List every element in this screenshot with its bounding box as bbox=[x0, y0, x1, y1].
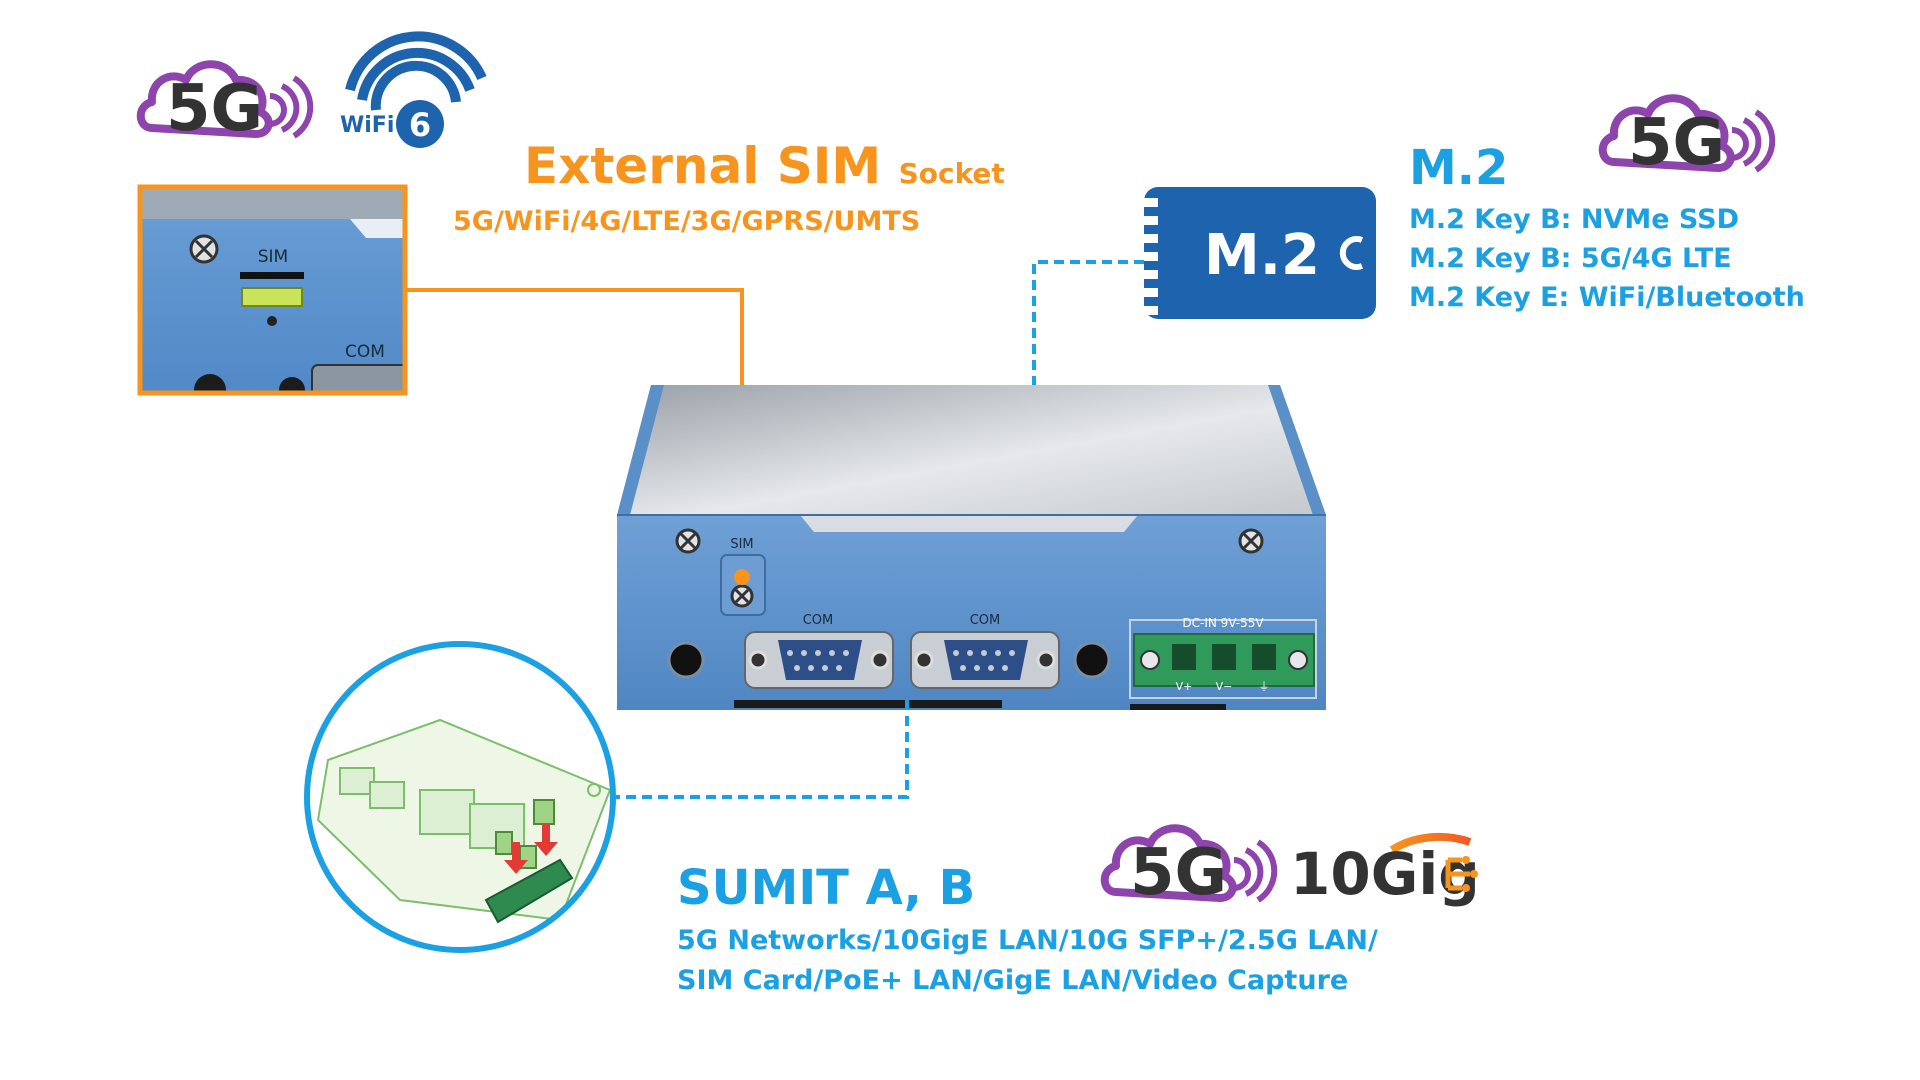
screw-icon bbox=[730, 584, 754, 608]
dc-in-terminal[interactable] bbox=[1129, 619, 1317, 699]
screw-icon bbox=[675, 528, 701, 554]
screw-icon bbox=[189, 234, 219, 264]
com1-label: COM bbox=[803, 613, 834, 628]
m2-chip-icon: M.2 bbox=[1144, 187, 1376, 319]
sumit-line-2: SIM Card/PoE+ LAN/GigE LAN/Video Capture bbox=[677, 965, 1349, 996]
sumit-line-1: 5G Networks/10GigE LAN/10G SFP+/2.5G LAN… bbox=[677, 925, 1378, 956]
com2-port[interactable] bbox=[910, 631, 1060, 689]
sim-section-title: External SIM Socket bbox=[524, 138, 1005, 202]
screw-icon bbox=[1238, 528, 1264, 554]
sim-title-suffix: Socket bbox=[898, 157, 1005, 190]
sumit-board-inset bbox=[304, 641, 616, 953]
terminal-label-vplus: V+ bbox=[1176, 680, 1193, 693]
dc-in-label: DC-IN 9V-55V bbox=[1182, 616, 1264, 630]
com1-port[interactable] bbox=[744, 631, 894, 689]
m2-line-2: M.2 Key B: 5G/4G LTE bbox=[1409, 243, 1732, 274]
sim-inset-photo: SIM COM bbox=[137, 184, 408, 396]
com2-label: COM bbox=[970, 613, 1001, 628]
5g-cloud-icon-bottom: 5G bbox=[1100, 824, 1278, 910]
sim-section-subtitle: 5G/WiFi/4G/LTE/3G/GPRS/UMTS bbox=[453, 206, 921, 237]
wifi-label: WiFi bbox=[340, 113, 394, 138]
terminal-label-vminus: V− bbox=[1216, 680, 1233, 693]
antenna-port-left bbox=[667, 641, 705, 679]
5g-cloud-icon-right: 5G bbox=[1598, 94, 1776, 180]
device-sim-label: SIM bbox=[730, 537, 753, 552]
5g-text: 5G bbox=[166, 72, 263, 146]
sumit-section-title: SUMIT A, B bbox=[677, 860, 976, 916]
sumit-connector-line bbox=[613, 700, 909, 799]
inset-sim-label: SIM bbox=[258, 247, 288, 267]
5g-cloud-icon: 5G bbox=[136, 60, 314, 146]
m2-line-3: M.2 Key E: WiFi/Bluetooth bbox=[1409, 282, 1805, 313]
m2-section-title: M.2 bbox=[1409, 140, 1509, 196]
m2-line-1: M.2 Key B: NVMe SSD bbox=[1409, 204, 1740, 235]
inset-com-label: COM bbox=[345, 342, 385, 362]
wifi-6-icon: WiFi 6 bbox=[340, 31, 487, 148]
antenna-port-right bbox=[1073, 641, 1111, 679]
wifi-number: 6 bbox=[409, 106, 431, 144]
device-chassis: SIM COM COM bbox=[617, 385, 1326, 710]
m2-chip-label: M.2 bbox=[1204, 223, 1320, 288]
5g-text-right: 5G bbox=[1628, 106, 1725, 180]
10gige-icon: 10Gig bbox=[1290, 832, 1480, 908]
m2-connector-line bbox=[1032, 260, 1144, 451]
sim-title-main: External SIM bbox=[524, 137, 882, 195]
sim-connector-dot bbox=[734, 569, 750, 585]
terminal-label-ground: ⏚ bbox=[1259, 680, 1270, 693]
5g-text-bottom: 5G bbox=[1130, 836, 1227, 910]
